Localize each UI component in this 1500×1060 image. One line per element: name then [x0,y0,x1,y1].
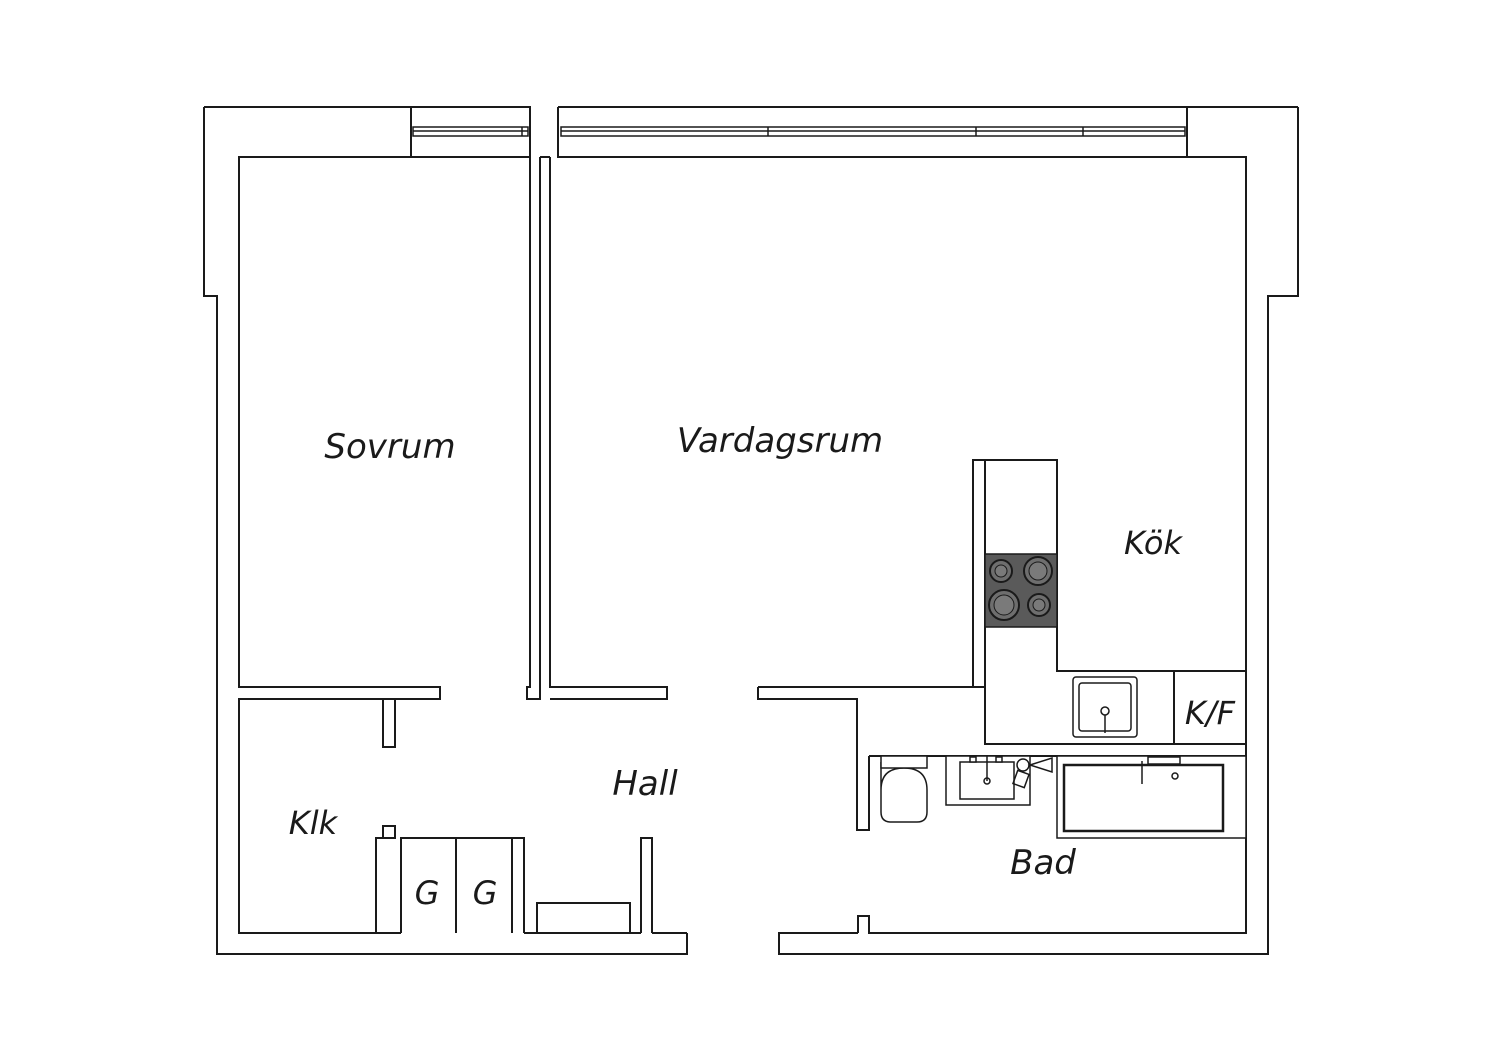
kitchen-sink [1072,676,1138,738]
bathtub [1056,755,1247,839]
room-label-fridge-freezer: K/F [1185,694,1236,732]
wardrobe-label: G [415,874,440,912]
stove [984,553,1058,628]
toilet [880,755,928,823]
room-label-bedroom: Sovrum [324,427,455,467]
exterior-walls [203,106,1299,955]
interior-walls [376,156,1246,934]
bathroom-sink [945,755,1031,806]
washing-machine-outlet [1012,756,1053,789]
room-label-hall: Hall [612,764,678,804]
wardrobe-label: G [473,874,498,912]
window-living-room [560,126,1186,137]
room-label-bathroom: Bad [1010,843,1076,883]
room-label-kitchen: Kök [1124,524,1183,562]
room-label-closet: Klk [289,804,339,842]
window-bedroom [412,126,529,137]
room-label-living-room: Vardagsrum [677,421,883,461]
